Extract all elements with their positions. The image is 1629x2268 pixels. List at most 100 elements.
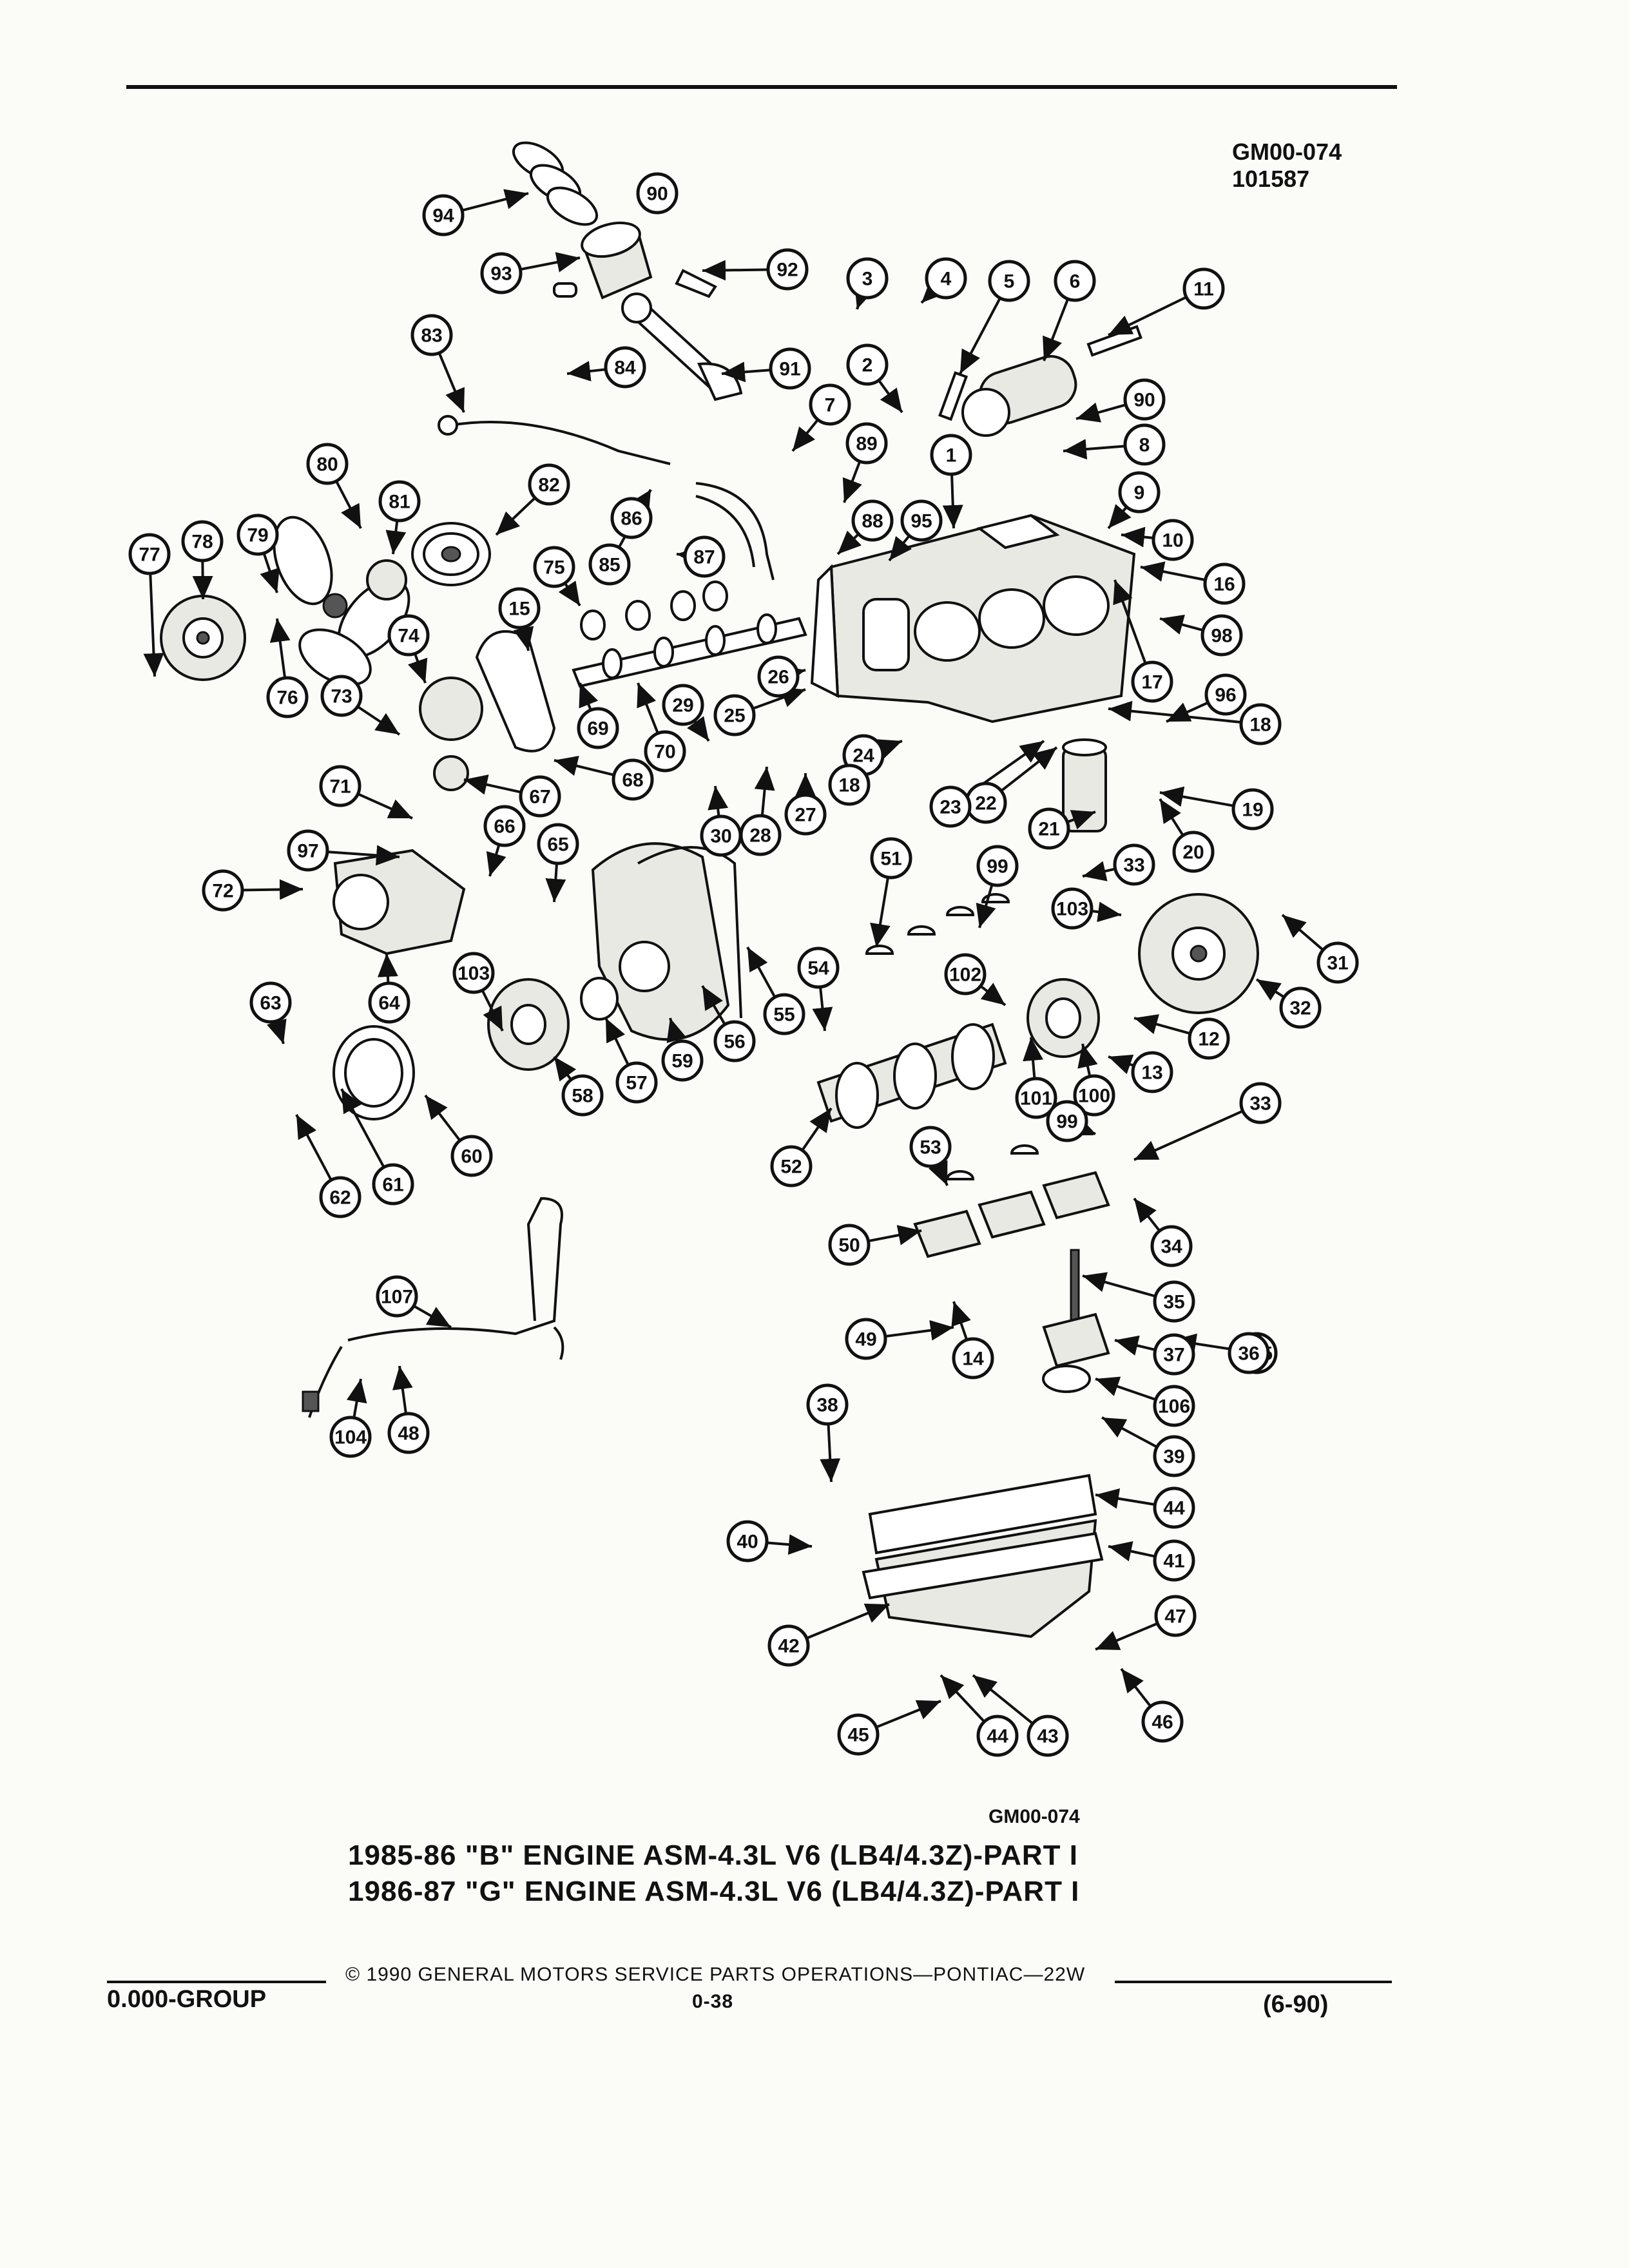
- callout-96: 96: [1204, 673, 1247, 716]
- leader-line-61: [340, 1088, 385, 1168]
- callout-89: 89: [845, 422, 888, 465]
- callout-circle: [1123, 378, 1166, 421]
- callout-circle: [713, 694, 756, 736]
- callout-circle: [604, 346, 646, 389]
- callout-45: 45: [837, 1713, 880, 1756]
- callout-2: 2: [846, 343, 889, 386]
- callout-47: 47: [1154, 1595, 1197, 1637]
- callout-number: 30: [710, 826, 731, 847]
- callout-number: 44: [1163, 1498, 1185, 1519]
- callout-circle: [610, 497, 653, 539]
- callout-8: 8: [1123, 423, 1166, 466]
- callout-number: 85: [599, 555, 620, 576]
- callout-5: 5: [988, 260, 1030, 302]
- harmonic-balancer-drawing: [487, 978, 570, 1071]
- leader-line-42: [805, 1603, 890, 1640]
- callout-circle: [1239, 703, 1282, 745]
- callout-circle: [480, 252, 523, 294]
- callout-28: 28: [739, 814, 782, 856]
- leader-line-76: [269, 618, 291, 678]
- callout-103: 103: [1051, 887, 1094, 930]
- callout-number: 22: [975, 793, 996, 814]
- leader-line-33: [1133, 1110, 1244, 1161]
- callout-18: 18: [828, 764, 871, 806]
- callout-number: 64: [378, 993, 400, 1014]
- leader-line-9: [1107, 504, 1132, 530]
- crankshaft-drawing: [816, 1023, 1007, 1129]
- leader-line-41: [1108, 1541, 1156, 1562]
- leader-line-44: [1095, 1488, 1155, 1509]
- callout-circle: [202, 869, 244, 912]
- callout-22: 22: [965, 782, 1007, 824]
- callout-92: 92: [766, 248, 809, 291]
- callout-circle: [387, 614, 430, 657]
- callout-number: 40: [737, 1532, 758, 1553]
- callout-circle: [1027, 1715, 1069, 1757]
- leader-line-12: [1133, 1014, 1191, 1035]
- callout-circle: [537, 823, 579, 865]
- leader-line-68: [554, 756, 615, 776]
- leader-line-49: [885, 1320, 954, 1341]
- callout-circle: [763, 993, 805, 1035]
- lower-pulley-drawing: [333, 1025, 415, 1120]
- callout-63: 63: [249, 981, 292, 1024]
- leader-line-80: [335, 480, 362, 529]
- oil-pan-drawing: [862, 1474, 1104, 1639]
- callout-circle: [528, 463, 570, 506]
- leader-line-22: [1000, 746, 1058, 793]
- leader-line-46: [1120, 1667, 1152, 1707]
- crank-sprocket-drawing: [433, 755, 469, 791]
- leader-line-89: [842, 461, 862, 503]
- leader-line-93: [520, 252, 581, 273]
- callout-12: 12: [1188, 1017, 1230, 1060]
- timing-cover-drawing: [591, 842, 742, 1041]
- callout-circle: [1153, 1333, 1195, 1376]
- callout-number: 33: [1123, 855, 1144, 876]
- callout-circle: [644, 730, 686, 773]
- callout-46: 46: [1141, 1700, 1184, 1743]
- main-bearing-cap-drawing: [913, 1209, 981, 1258]
- callout-number: 69: [587, 718, 608, 740]
- callout-15: 15: [498, 587, 541, 629]
- leader-line-65: [545, 863, 566, 903]
- callout-circle: [1131, 660, 1173, 703]
- callout-number: 72: [212, 881, 233, 902]
- callout-number: 45: [847, 1725, 869, 1746]
- callout-circle: [828, 1224, 871, 1266]
- callout-circle: [320, 675, 363, 717]
- callout-number: 44: [987, 1726, 1008, 1747]
- callout-number: 43: [1037, 1726, 1058, 1747]
- connecting-rod-drawing: [621, 269, 743, 401]
- leader-line-99: [1070, 1115, 1096, 1135]
- callout-number: 60: [461, 1146, 482, 1168]
- piston-drawing: [553, 221, 653, 300]
- callout-circle: [1073, 1074, 1115, 1117]
- callout-72: 72: [202, 869, 244, 912]
- callout-52: 52: [770, 1145, 813, 1187]
- callout-59: 59: [661, 1039, 704, 1082]
- callout-circle: [1153, 1435, 1195, 1477]
- callout-number: 18: [1249, 715, 1271, 736]
- revision-label: (6-90): [1263, 1991, 1329, 2018]
- leader-line-107: [413, 1305, 452, 1329]
- crank-pulley-drawing: [411, 522, 491, 586]
- callout-83: 83: [410, 314, 453, 356]
- callout-43: 43: [1027, 1715, 1069, 1757]
- callout-circle: [376, 1275, 418, 1318]
- callout-number: 28: [749, 825, 771, 847]
- callout-106: 106: [1153, 1385, 1195, 1427]
- callout-circle: [1054, 260, 1096, 302]
- callout-62: 62: [319, 1176, 361, 1218]
- callout-70: 70: [644, 730, 686, 773]
- leader-line-66: [486, 844, 506, 877]
- callout-number: 8: [1139, 435, 1150, 456]
- callout-37: 37: [1153, 1333, 1195, 1376]
- callout-number: 100: [1078, 1086, 1110, 1107]
- leader-line-16: [1140, 561, 1206, 582]
- callout-circle: [909, 1126, 952, 1168]
- callout-circle: [1153, 1280, 1195, 1323]
- leader-line-53: [929, 1160, 949, 1186]
- part-drawings: [160, 141, 1259, 1639]
- callout-98: 98: [1200, 614, 1243, 657]
- callout-number: 51: [880, 849, 901, 870]
